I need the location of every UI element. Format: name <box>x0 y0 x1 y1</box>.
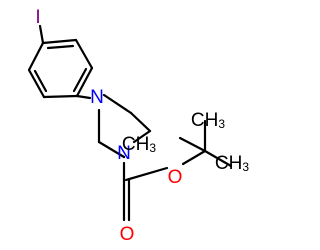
piperazine-ring <box>75 93 152 159</box>
methyl-right-subscript: 3 <box>242 160 249 174</box>
methyl-top-main: CH <box>191 110 218 131</box>
methyl-left-subscript: 3 <box>149 141 156 155</box>
benzene-double-bond-3 <box>33 69 48 93</box>
bond-i-c <box>38 24 45 45</box>
bond-ester-o-tert-c <box>181 149 207 166</box>
benzene-bond-3 <box>75 66 94 98</box>
methyl-left-main: CH <box>122 134 149 155</box>
benzene-double-bond-1 <box>46 44 75 50</box>
methyl-right-label: CH3 <box>215 153 249 174</box>
methyl-top-label: CH3 <box>191 110 225 131</box>
piperazine-bond-6 <box>132 129 152 144</box>
benzene-bond-6 <box>27 41 45 72</box>
atom-iodine-label: I <box>35 7 40 28</box>
bond-aryl-n-top <box>75 94 92 100</box>
atom-oxygen-carbonyl-label: O <box>120 224 135 245</box>
methyl-right-main: CH <box>215 153 242 174</box>
benzene-bond-1 <box>41 38 78 45</box>
benzene-bond-2 <box>74 38 94 70</box>
piperazine-bond-2 <box>102 93 133 115</box>
piperazine-bond-3 <box>129 111 152 133</box>
atom-nitrogen-top-label: N <box>90 87 104 108</box>
iodophenyl-group <box>27 24 94 99</box>
boc-group <box>122 119 233 222</box>
bond-tert-c-methyl-right <box>203 149 233 168</box>
bond-tert-c-methyl-left <box>178 136 207 153</box>
bond-carbonyl-ester-o <box>124 166 169 182</box>
benzene-double-bond-2 <box>72 67 88 93</box>
atom-nitrogen-bottom-label: N <box>117 143 131 164</box>
piperazine-bond-4 <box>97 140 126 159</box>
benzene-bond-5 <box>27 68 46 99</box>
atom-oxygen-ester-label: O <box>168 167 183 188</box>
chemical-structure-diagram: I N N O O CH3 CH3 CH3 <box>27 7 249 245</box>
methyl-top-subscript: 3 <box>218 117 225 131</box>
benzene-bond-4 <box>42 94 79 99</box>
methyl-left-label: CH3 <box>122 134 156 155</box>
